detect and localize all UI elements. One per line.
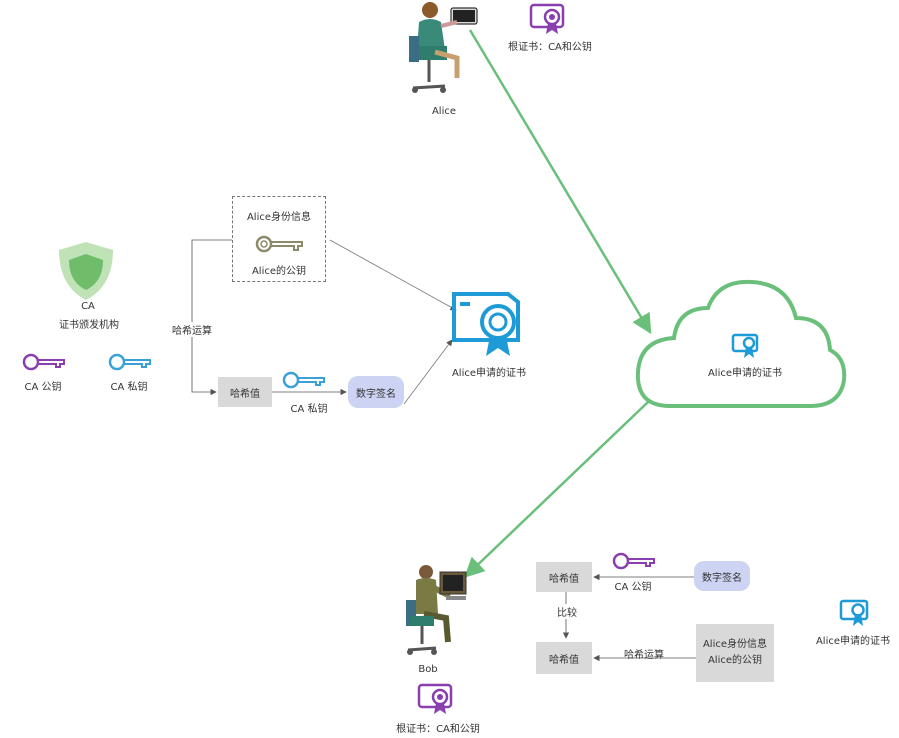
side-cert-label: Alice申请的证书: [815, 636, 891, 647]
verify-digital-signature-box: 数字签名: [694, 561, 750, 591]
identity-info: Alice身份信息: [246, 212, 312, 223]
key-icon: [22, 353, 65, 371]
signature-to-cert-line: [403, 339, 453, 405]
ca-name: CA: [81, 301, 95, 312]
sign-key-label: CA 私钥: [290, 404, 328, 415]
verify-hash-bottom-box: 哈希值: [536, 642, 592, 674]
hash-op-bracket: [191, 239, 232, 396]
digital-signature-box: 数字签名: [348, 376, 404, 408]
verify-pubkey: Alice的公钥: [707, 655, 763, 666]
key-icon: [108, 353, 151, 371]
certificate-icon: [731, 333, 759, 358]
alice-figure: [409, 2, 478, 93]
ca-private-key-label: CA 私钥: [110, 382, 148, 393]
root-cert-top-label: 根证书：CA和公钥: [508, 42, 592, 53]
identity-to-cert-line: [329, 239, 457, 311]
ca-subtitle: 证书颁发机构: [59, 320, 119, 331]
verify-info: Alice身份信息: [702, 639, 768, 650]
alice-to-cloud-arrow: [468, 29, 652, 335]
shield-icon: [59, 242, 113, 300]
certificate-icon: [839, 599, 869, 626]
cloud-to-bob-arrow: [464, 401, 649, 578]
bob-label: Bob: [418, 664, 438, 675]
bob-figure: [406, 565, 467, 655]
key-icon: [282, 371, 325, 389]
identity-box: [232, 196, 326, 282]
verify-hash-top-box: 哈希值: [536, 562, 592, 592]
hash-value-box: 哈希值: [218, 377, 272, 407]
cloud-cert-label: Alice申请的证书: [707, 368, 783, 379]
cloud-icon: [635, 279, 847, 408]
alice-label: Alice: [431, 106, 457, 117]
root-cert-icon: [529, 3, 565, 34]
certificate-icon: [452, 292, 520, 356]
alice-cert-label: Alice申请的证书: [451, 368, 527, 379]
key-icon: [255, 235, 303, 253]
identity-pubkey: Alice的公钥: [251, 266, 307, 277]
root-cert-bottom-label: 根证书：CA和公钥: [396, 724, 480, 735]
compare-label: 比较: [552, 604, 582, 619]
verify-identity-box: Alice身份信息 Alice的公钥: [696, 624, 774, 682]
hash-op-label: 哈希运算: [168, 322, 216, 337]
ca-public-key-label: CA 公钥: [24, 382, 62, 393]
verify-pubkey-label: CA 公钥: [614, 582, 652, 593]
verify-hash-op-label: 哈希运算: [624, 650, 664, 661]
root-cert-icon: [417, 683, 453, 714]
key-icon: [612, 552, 655, 570]
